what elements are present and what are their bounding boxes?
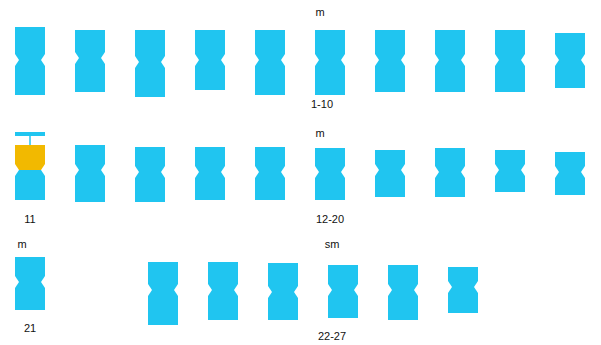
- chromosome-arm: [15, 170, 45, 200]
- chromosome-number: 21: [24, 323, 36, 334]
- chromosome-arm: [135, 30, 165, 62]
- chromosome-arm: [555, 172, 585, 195]
- chromosome-arm: [448, 267, 478, 287]
- chromosome: [388, 265, 418, 320]
- chromosome-arm: [268, 263, 298, 292]
- chromosome: [135, 147, 165, 202]
- chromosome-arm: [15, 257, 45, 282]
- chromosome-number: 11: [24, 214, 35, 225]
- chromosome-range: 1-10: [311, 99, 333, 110]
- chromosome: [315, 148, 345, 200]
- chromosome: [328, 265, 358, 318]
- chromosome-arm: [328, 290, 358, 318]
- chromosome: [75, 145, 105, 202]
- chromosome-arm: [255, 60, 285, 95]
- chromosome-arm: [495, 150, 525, 170]
- chromosome-arm: [315, 30, 345, 60]
- chromosome-arm: [135, 62, 165, 97]
- chromosome-arm: [148, 262, 178, 290]
- chromosome: [555, 152, 585, 195]
- chromosome: [555, 33, 585, 88]
- chromosome-arm: [15, 282, 45, 310]
- chromosome: [15, 132, 45, 200]
- chromosome-range: 12-20: [316, 214, 344, 225]
- chromosome-arm: [448, 287, 478, 313]
- chromosome-arm: [375, 170, 405, 197]
- chromosome-arm: [435, 172, 465, 197]
- chromosome-arm: [375, 150, 405, 170]
- chromosome-arm: [315, 60, 345, 95]
- chromosome: [195, 147, 225, 200]
- morphology-label: m: [315, 7, 324, 18]
- chromosome-arm: [208, 262, 238, 290]
- chromosome-arm: [15, 27, 45, 60]
- satellite-stalk: [29, 136, 31, 145]
- chromosome-arm: [255, 147, 285, 172]
- chromosome: [435, 148, 465, 197]
- chromosome: [268, 263, 298, 320]
- chromosome: [208, 262, 238, 320]
- chromosome: [375, 150, 405, 197]
- morphology-label: m: [315, 128, 324, 139]
- chromosome: [15, 257, 45, 310]
- chromosome-arm: [315, 148, 345, 172]
- chromosome-arm: [195, 172, 225, 200]
- chromosome: [375, 30, 405, 92]
- chromosome: [75, 30, 105, 92]
- chromosome-arm: [268, 292, 298, 320]
- chromosome: [195, 30, 225, 90]
- chromosome-arm: [375, 30, 405, 60]
- chromosome-arm: [435, 148, 465, 172]
- chromosome-range: 22-27: [318, 331, 346, 342]
- chromosome: [495, 30, 525, 92]
- chromosome-arm: [375, 60, 405, 92]
- chromosome: [448, 267, 478, 313]
- chromosome-arm: [255, 172, 285, 200]
- chromosome-arm: [495, 170, 525, 192]
- chromosome-arm: [75, 58, 105, 92]
- chromosome-arm: [435, 30, 465, 60]
- satellite: [15, 132, 45, 136]
- chromosome-arm: [495, 60, 525, 92]
- chromosome-arm: [388, 265, 418, 290]
- chromosome-arm: [195, 30, 225, 60]
- chromosome-arm: [555, 33, 585, 60]
- chromosome-arm: [328, 265, 358, 290]
- chromosome-arm: [435, 60, 465, 92]
- chromosome: [315, 30, 345, 95]
- chromosome: [135, 30, 165, 97]
- chromosome: [255, 147, 285, 200]
- morphology-label: sm: [325, 239, 340, 250]
- chromosome-arm: [495, 30, 525, 60]
- chromosome-arm: [208, 290, 238, 320]
- chromosome: [255, 30, 285, 95]
- chromosome-arm: [195, 147, 225, 172]
- chromosome-arm: [195, 60, 225, 90]
- chromosome-arm: [15, 145, 45, 170]
- chromosome: [148, 262, 178, 325]
- chromosome-arm: [148, 290, 178, 325]
- chromosome-arm: [15, 60, 45, 95]
- chromosome: [495, 150, 525, 192]
- chromosome-arm: [75, 145, 105, 170]
- chromosome-arm: [555, 152, 585, 172]
- chromosome-arm: [75, 170, 105, 202]
- chromosome-arm: [135, 172, 165, 202]
- chromosome-arm: [315, 172, 345, 200]
- chromosome: [435, 30, 465, 92]
- chromosome: [15, 27, 45, 95]
- chromosome-arm: [555, 60, 585, 88]
- chromosome-arm: [388, 290, 418, 320]
- chromosome-arm: [75, 30, 105, 58]
- chromosome-arm: [135, 147, 165, 172]
- chromosome-arm: [255, 30, 285, 60]
- morphology-label: m: [17, 239, 26, 250]
